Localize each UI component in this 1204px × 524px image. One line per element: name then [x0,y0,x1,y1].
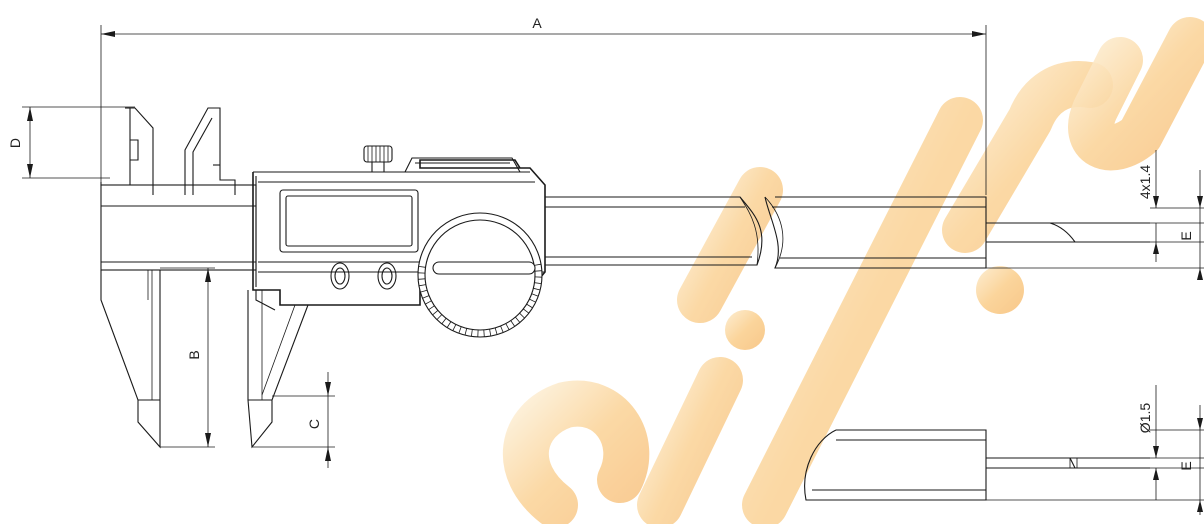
slider-upper-jaw [184,107,236,195]
knurl-tick [534,270,542,272]
knurl-tick [425,300,432,305]
knurl-tick [422,295,430,299]
knurl-tick [505,323,510,330]
knurl-tick [523,308,530,314]
knurl-tick [526,303,533,309]
thumbwheel [363,145,393,163]
knurl-tick [534,263,542,266]
knurl-tick [519,312,525,319]
knurl-tick [428,305,435,311]
lcd-display [279,189,419,253]
dimension-b: B [160,267,215,448]
dim-4x1-4-label: 4x1.4 [1137,165,1153,199]
knurl-tick [531,293,539,297]
watermark-logo [502,17,1204,524]
knurl-tick [452,324,457,331]
dimension-e-lower-label: E [1178,461,1194,470]
knurl-tick [510,320,516,327]
dimension-c-label: C [306,419,322,429]
knurl-tick [418,284,426,287]
depth-rod-flat: 4x1.4 E [986,150,1204,280]
knurl-tick [483,329,485,337]
dial-slot [432,261,536,275]
display-button-right[interactable] [377,262,397,290]
knurled-dial [417,212,543,338]
knurl-tick [500,325,504,333]
knurl-tick [529,298,536,303]
knurl-tick [420,289,428,293]
dimension-a-label: A [532,15,542,31]
fixed-jaw [100,107,257,449]
knurl-tick [489,329,492,337]
dimension-d-label: D [7,138,23,148]
dimension-a: A [100,15,987,195]
knurl-tick [515,316,521,323]
knurl-tick [436,314,443,320]
main-beam [545,196,987,269]
knurl-tick [534,282,542,284]
dim-diameter-label: Ø1.5 [1137,403,1153,434]
knurl-tick [432,310,439,316]
knurl-tick [441,318,447,325]
depth-rod-round: Ø1.5 E [804,385,1204,515]
dimension-b-label: B [186,350,202,359]
knurl-tick [418,266,426,268]
knurl-tick [418,278,426,280]
knurl-tick [471,329,473,337]
display-button-left[interactable] [330,262,350,290]
knurl-tick [464,328,468,336]
knurl-tick [458,326,462,334]
knurl-tick [494,327,498,335]
dimension-c: C [252,372,335,468]
dimension-d: D [7,106,135,179]
slider-lower-jaw [247,290,309,449]
knurl-tick [446,321,452,328]
knurl-tick [533,287,541,291]
dimension-e-upper-label: E [1178,231,1194,240]
